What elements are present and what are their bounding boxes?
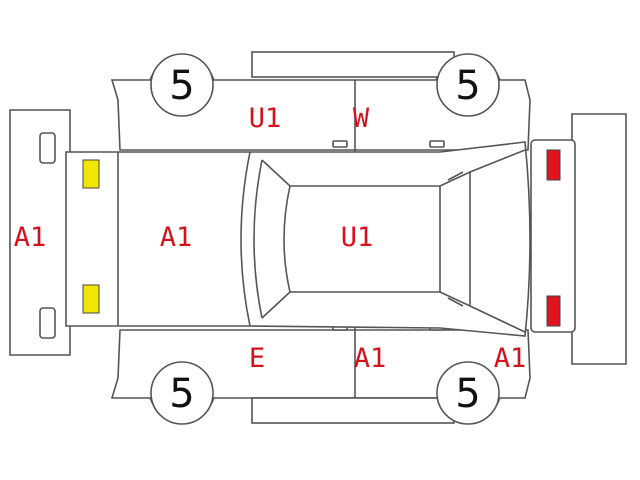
tire-front-left: 5	[150, 53, 214, 117]
front-left-headlamp	[82, 159, 100, 189]
tail-lamps	[530, 139, 576, 333]
rear-right-tail-lamp	[546, 295, 561, 327]
tire-rear-left-rating: 5	[455, 63, 480, 109]
front-bumper-part	[9, 109, 71, 356]
code-rear-quarter: A1	[494, 343, 527, 374]
rear-bumper-part	[571, 113, 627, 365]
code-right-rear-door: A1	[354, 343, 387, 374]
front-right-headlamp	[82, 284, 100, 314]
code-front-bumper: A1	[14, 222, 47, 253]
code-left-rear-door: W	[353, 103, 370, 134]
code-roof: U1	[341, 222, 374, 253]
tire-rear-left: 5	[436, 53, 500, 117]
tire-front-right: 5	[150, 361, 214, 425]
tire-rear-right-rating: 5	[455, 371, 480, 417]
tire-rear-right: 5	[436, 361, 500, 425]
headlamps	[82, 159, 100, 314]
code-left-front-door: U1	[249, 103, 282, 134]
car-body-top-view	[65, 141, 531, 337]
rear-left-tail-lamp	[546, 149, 561, 181]
tire-front-left-rating: 5	[169, 63, 194, 109]
tire-front-right-rating: 5	[169, 371, 194, 417]
code-right-front-door: E	[249, 343, 265, 374]
code-hood: A1	[160, 222, 193, 253]
